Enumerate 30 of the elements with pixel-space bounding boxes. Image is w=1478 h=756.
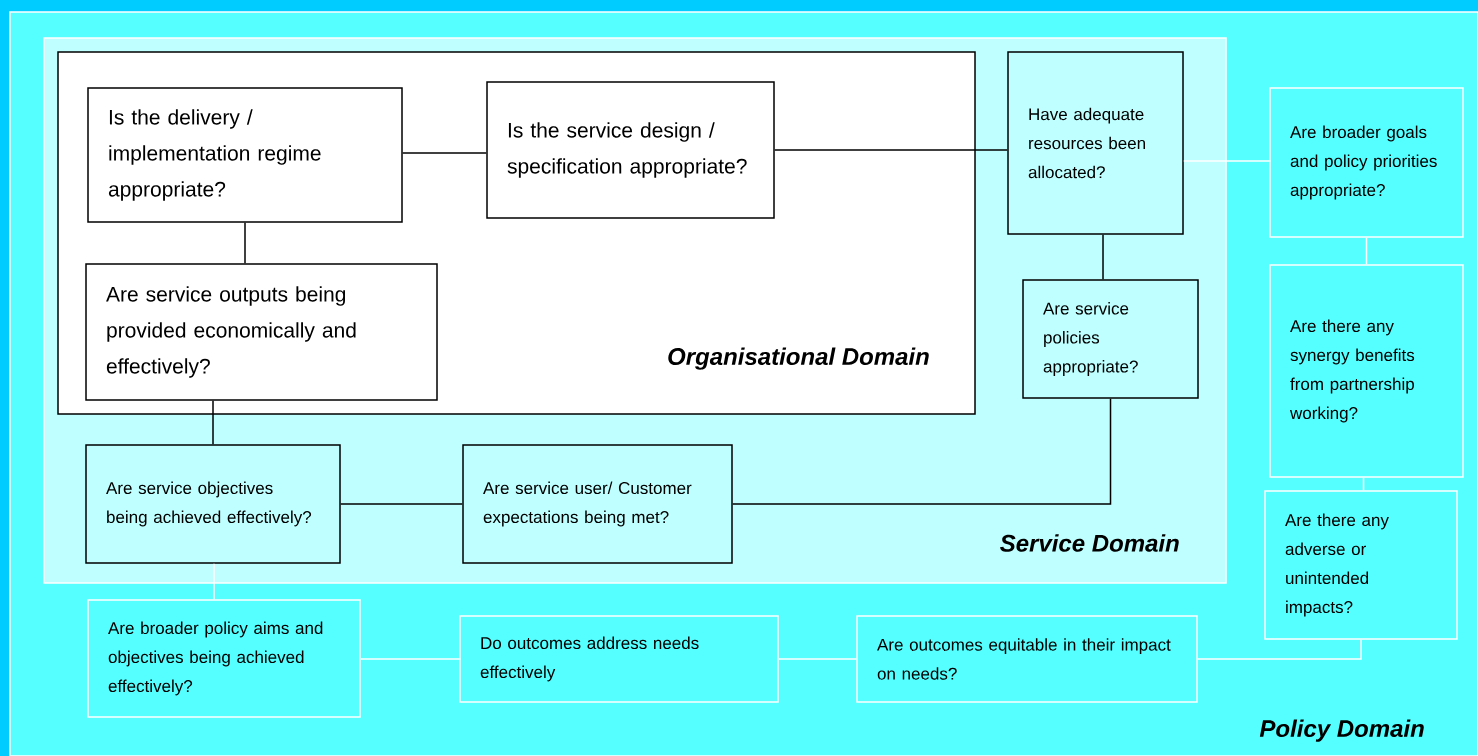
question-box: Do outcomes address needs effectively bbox=[459, 615, 779, 703]
domain-label: Service Domain bbox=[1000, 534, 1179, 552]
connector-line bbox=[1197, 639, 1362, 660]
question-box: Are there any adverse or unintended impacts? bbox=[1264, 490, 1458, 640]
connector-line bbox=[778, 658, 857, 660]
domain-label: Policy Domain bbox=[1259, 719, 1424, 742]
connector-line bbox=[402, 152, 487, 154]
connector-line bbox=[212, 400, 214, 445]
question-box: Are there any synergy benefits from partnership working? bbox=[1269, 264, 1464, 478]
connector-line bbox=[244, 222, 246, 264]
question-box: Is the delivery / implementation regime appropriate? bbox=[87, 87, 403, 223]
connector-line bbox=[1362, 477, 1365, 491]
connector-line bbox=[340, 503, 463, 505]
connector-line bbox=[213, 563, 215, 600]
question-box: Are service policies appropriate? bbox=[1022, 279, 1199, 399]
connector-line bbox=[774, 149, 1008, 151]
question-box: Are broader goals and policy priorities appropriate? bbox=[1269, 87, 1464, 238]
connector-line bbox=[360, 658, 460, 660]
question-box: Are broader policy aims and objectives being achieved effectively? bbox=[87, 599, 361, 718]
question-box: Have adequate resources been allocated? bbox=[1007, 51, 1184, 235]
connector-line bbox=[732, 398, 1112, 505]
question-box: Are service user/ Customer expectations being met? bbox=[462, 444, 733, 564]
question-box: Are service objectives being achieved effectively? bbox=[85, 444, 341, 564]
domain-label: Organisational Domain bbox=[668, 347, 929, 370]
question-box: Is the service design / specification appropriate? bbox=[486, 81, 775, 219]
question-box: Are outcomes equitable in their impact on needs? bbox=[856, 615, 1198, 703]
connector-line bbox=[1365, 237, 1368, 265]
question-box: Are service outputs being provided economically and effectively? bbox=[85, 263, 438, 401]
connector-line bbox=[1183, 160, 1270, 162]
connector-line bbox=[1102, 234, 1104, 280]
